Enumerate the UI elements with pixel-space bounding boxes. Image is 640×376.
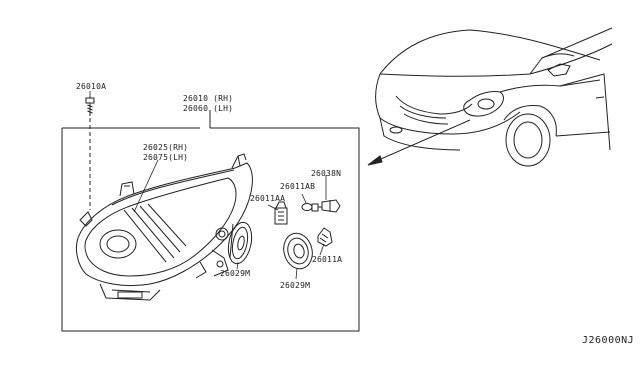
socket-26011a — [317, 227, 333, 247]
headlamp-assembly — [75, 153, 253, 301]
callout-26025-rh: 26025(RH) — [143, 143, 188, 152]
leader-lines — [89, 91, 327, 280]
callout-26029m-right: 26029M — [280, 281, 310, 290]
callout-26075-lh: 26075(LH) — [143, 153, 188, 162]
bulb-26038n — [321, 199, 341, 213]
dust-cap-right — [283, 232, 313, 270]
callout-26011a: 26011A — [312, 255, 342, 264]
callout-26011ab: 26011AB — [280, 182, 315, 191]
callout-26010a: 26010A — [76, 82, 106, 91]
callout-26029m-left: 26029M — [220, 269, 250, 278]
callout-26060-lh: 26060 (LH) — [183, 104, 233, 113]
callout-26011aa: 26011AA — [250, 194, 285, 203]
dust-cap-left — [227, 221, 253, 265]
diagram-id: J26000NJ — [582, 335, 634, 346]
callout-26038n: 26038N — [311, 169, 341, 178]
callout-26010-rh: 26010 (RH) — [183, 94, 233, 103]
bolt-part — [85, 96, 95, 210]
location-arrow — [367, 119, 471, 166]
socket-26011aa — [274, 201, 288, 225]
bulb-26011ab — [301, 203, 322, 212]
assembly-frame — [61, 110, 360, 332]
vehicle-sketch — [375, 27, 613, 167]
